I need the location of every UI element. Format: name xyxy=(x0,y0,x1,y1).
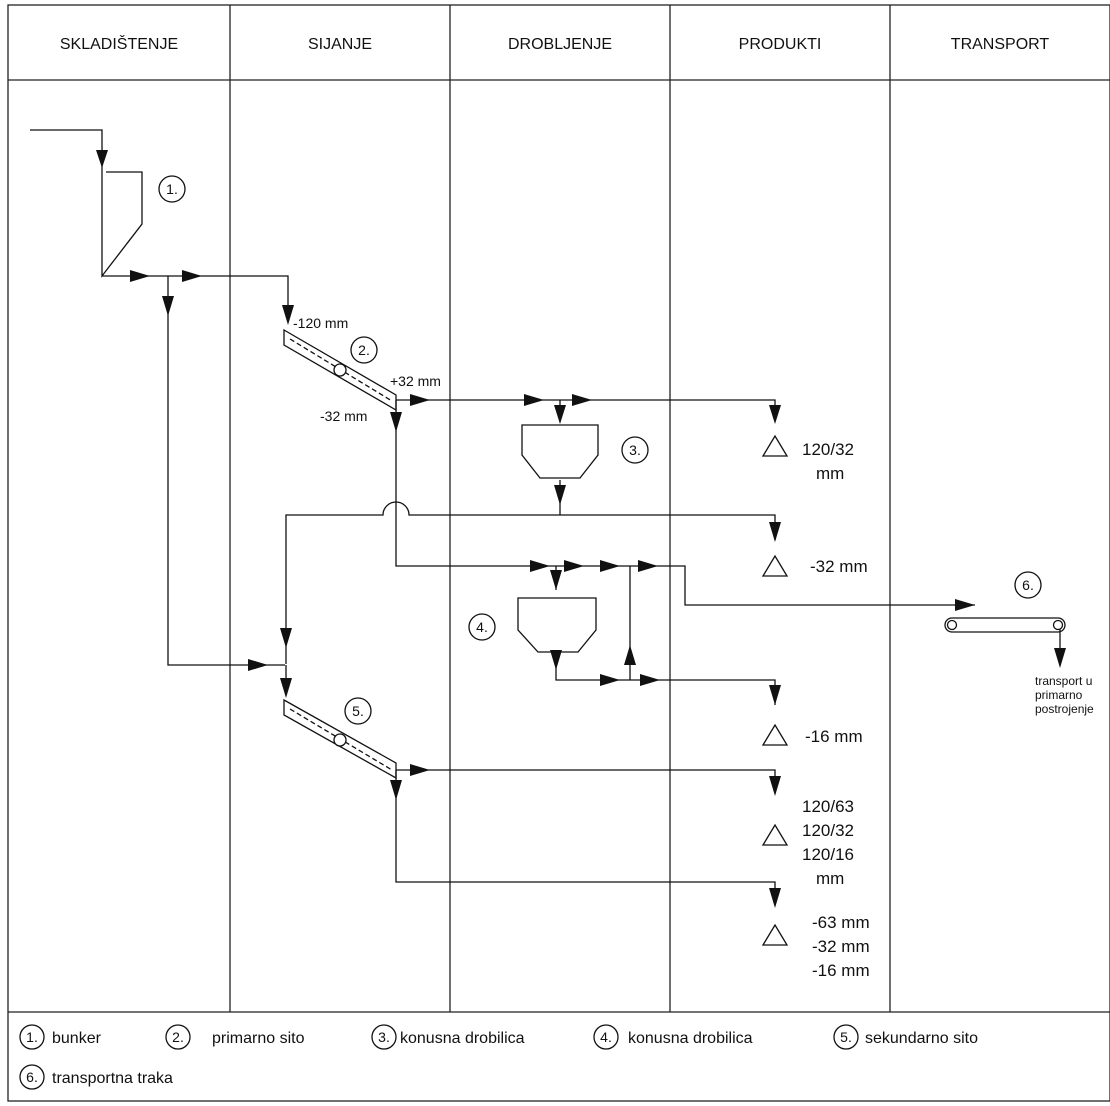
legend-text: konusna drobilica xyxy=(400,1030,525,1047)
arrow-down xyxy=(769,522,781,542)
legend-number: 6. xyxy=(26,1069,38,1085)
arrow-down xyxy=(769,405,781,424)
product-label: 120/16 xyxy=(802,845,854,864)
cone-crusher-4 xyxy=(517,597,597,653)
node-number: 5. xyxy=(352,703,364,719)
product-label: 120/63 xyxy=(802,797,854,816)
column-header: SKLADIŠTENJE xyxy=(60,34,178,53)
label-minus-120mm: -120 mm xyxy=(293,315,348,331)
arrow-down xyxy=(769,776,781,796)
arrow-down xyxy=(1054,648,1066,668)
arrow-right xyxy=(600,560,620,572)
node-number: 4. xyxy=(476,619,488,635)
product-label: mm xyxy=(816,869,844,888)
conveyor-belt xyxy=(944,617,1066,633)
node-number: 3. xyxy=(629,442,641,458)
legend-number: 4. xyxy=(600,1029,612,1045)
legend-number: 2. xyxy=(172,1029,184,1045)
transport-label: transport u xyxy=(1035,674,1092,688)
product-label: -16 mm xyxy=(805,727,863,746)
arrow-down xyxy=(280,628,292,648)
arrow-right xyxy=(530,560,550,572)
arrow-right xyxy=(640,674,660,686)
legend-number: 5. xyxy=(840,1029,852,1045)
arrow-right xyxy=(524,394,544,406)
label-plus-32mm: +32 mm xyxy=(390,373,441,389)
diagram-frame xyxy=(7,4,1110,1102)
product-markers xyxy=(761,434,789,946)
arrow-right xyxy=(564,560,584,572)
arrow-down xyxy=(162,296,174,316)
arrow-down xyxy=(769,685,781,705)
arrow-right xyxy=(600,674,620,686)
product-triangle xyxy=(761,923,789,946)
product-triangle xyxy=(761,823,789,846)
product-label: -32 mm xyxy=(812,937,870,956)
arrow-right xyxy=(130,270,150,282)
legend-text: transportna traka xyxy=(52,1070,173,1087)
arrow-right xyxy=(410,394,430,406)
product-label: mm xyxy=(816,464,844,483)
arrow-down xyxy=(282,305,294,325)
product-label: -16 mm xyxy=(812,961,870,980)
node-number: 2. xyxy=(358,342,370,358)
flow-arrows xyxy=(96,150,1066,908)
legend: 1. bunker 2. primarno sito 3. konusna dr… xyxy=(19,1024,978,1090)
arrow-down xyxy=(550,650,562,670)
column-header: SIJANJE xyxy=(308,36,372,53)
legend-number: 3. xyxy=(378,1029,390,1045)
arrow-right xyxy=(182,270,202,282)
column-header: DROBLJENJE xyxy=(508,36,612,53)
product-triangle xyxy=(761,554,789,577)
arrow-right xyxy=(955,599,975,611)
arrow-down xyxy=(550,570,562,590)
arrow-right xyxy=(248,659,268,671)
node-number: 1. xyxy=(166,181,178,197)
node-number: 6. xyxy=(1022,577,1034,593)
flow-lines xyxy=(102,275,1061,905)
secondary-screen xyxy=(283,698,397,780)
primary-screen xyxy=(283,328,397,412)
cone-crusher-3 xyxy=(521,424,599,479)
product-label: -63 mm xyxy=(812,913,870,932)
arrow-down xyxy=(390,780,402,800)
column-header: TRANSPORT xyxy=(951,36,1050,53)
product-triangle xyxy=(761,434,789,457)
arrow-right xyxy=(410,764,430,776)
legend-text: sekundarno sito xyxy=(865,1030,978,1047)
arrow-down xyxy=(280,678,292,698)
legend-text: bunker xyxy=(52,1030,102,1047)
legend-text: konusna drobilica xyxy=(628,1030,753,1047)
arrow-right xyxy=(572,394,592,406)
node-markers: 1. 2. 3. 4. 5. 6. xyxy=(158,175,1042,725)
arrow-up xyxy=(624,645,636,665)
product-label: 120/32 xyxy=(802,440,854,459)
arrow-down xyxy=(96,150,108,168)
arrow-down xyxy=(554,405,566,424)
bunker-symbol xyxy=(30,129,143,278)
arrow-down xyxy=(769,888,781,908)
product-label: -32 mm xyxy=(810,557,868,576)
column-header: PRODUKTI xyxy=(739,36,822,53)
legend-text: primarno sito xyxy=(212,1030,305,1047)
product-label: 120/32 xyxy=(802,821,854,840)
legend-number: 1. xyxy=(26,1029,38,1045)
product-triangle xyxy=(761,723,789,746)
transport-label: primarno xyxy=(1035,688,1083,702)
label-minus-32mm: -32 mm xyxy=(320,408,367,424)
transport-label: postrojenje xyxy=(1035,702,1094,716)
arrow-right xyxy=(638,560,658,572)
arrow-down xyxy=(554,485,566,505)
arrow-down xyxy=(390,412,402,432)
